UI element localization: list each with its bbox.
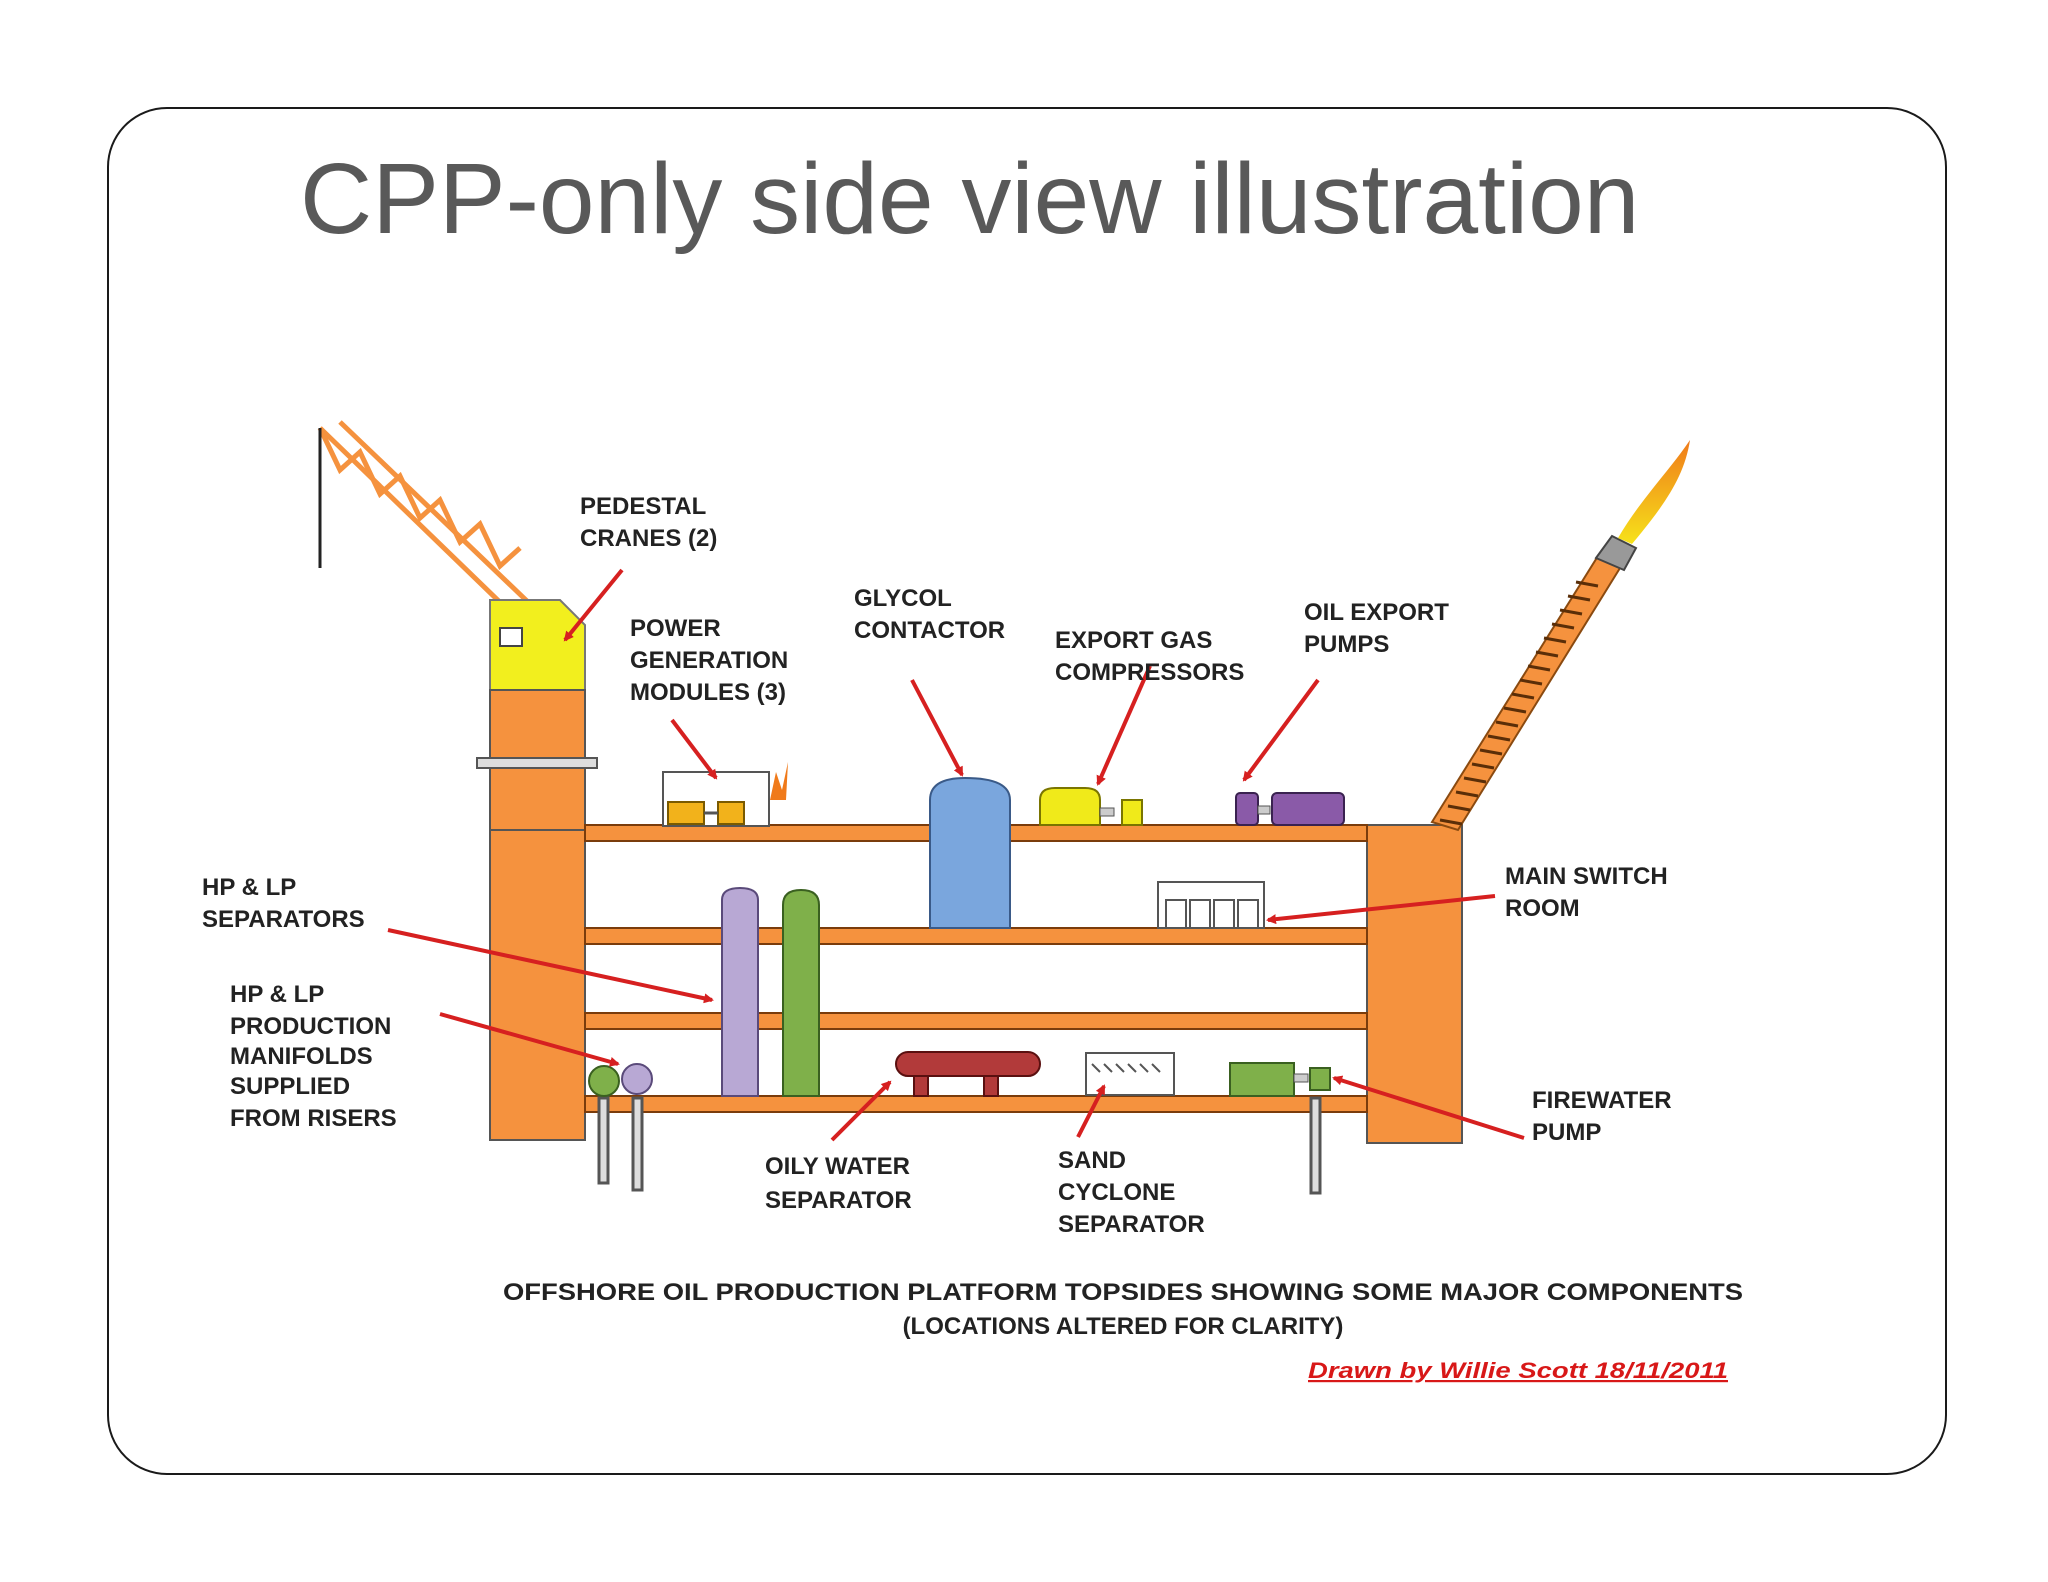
cellar-deck (584, 1095, 1368, 1113)
main-switch-room (1157, 881, 1265, 929)
power-exhaust-flame (770, 762, 788, 800)
arrow-switch-room (1266, 894, 1496, 925)
label-sand-3: SEPARATOR (1058, 1211, 1205, 1238)
arrow-separators (387, 928, 714, 1004)
label-power-2: GENERATION (630, 647, 788, 674)
slide-title: CPP-only side view illustration (300, 143, 1640, 255)
diagram-caption: OFFSHORE OIL PRODUCTION PLATFORM TOPSIDE… (503, 1279, 1743, 1383)
arrow-sand (1076, 1084, 1106, 1138)
crane-boom (317, 420, 530, 614)
flare-boom-lattice (1439, 580, 1599, 826)
callout-labels: PEDESTAL CRANES (2) POWER GENERATION MOD… (202, 493, 1672, 1238)
label-glycol-2: CONTACTOR (854, 617, 1005, 644)
arrow-compressors (1096, 665, 1152, 786)
pedestal-crane (317, 420, 598, 1141)
flare-flame (1618, 440, 1690, 544)
label-pedestal-cranes-1: PEDESTAL (580, 493, 706, 520)
sand-cyclone-separator (1085, 1052, 1175, 1096)
crane-cab-window (499, 627, 523, 647)
label-manifolds-2: PRODUCTION (230, 1013, 391, 1040)
label-switch-room-2: ROOM (1505, 895, 1580, 922)
label-glycol-1: GLYCOL (854, 585, 952, 612)
label-export-gas-1: EXPORT GAS (1055, 627, 1212, 654)
label-manifolds-5: FROM RISERS (230, 1105, 397, 1132)
label-switch-room-1: MAIN SWITCH (1505, 863, 1668, 890)
label-sand-1: SAND (1058, 1147, 1126, 1174)
label-oil-export-1: OIL EXPORT (1304, 599, 1449, 626)
oily-water-separator (895, 1051, 1041, 1097)
label-export-gas-2: COMPRESSORS (1055, 659, 1244, 686)
arrow-oil-pumps (1242, 678, 1320, 782)
arrow-cranes (563, 568, 624, 642)
glycol-contactor-vessel (929, 776, 1011, 929)
arrow-manifolds (439, 1012, 620, 1067)
firewater-pump (1229, 1062, 1331, 1097)
lp-manifold (621, 1063, 653, 1095)
pedestal-ring (476, 757, 598, 769)
caption-line-1: OFFSHORE OIL PRODUCTION PLATFORM TOPSIDE… (503, 1279, 1743, 1306)
arrow-glycol (910, 679, 964, 777)
label-power-3: MODULES (3) (630, 679, 786, 706)
label-oil-export-2: PUMPS (1304, 631, 1389, 658)
label-separators-2: SEPARATORS (202, 906, 365, 933)
export-gas-compressors (1039, 787, 1143, 826)
label-firewater-2: PUMP (1532, 1119, 1601, 1146)
label-manifolds-4: SUPPLIED (230, 1073, 350, 1100)
label-pedestal-cranes-2: CRANES (2) (580, 525, 717, 552)
credit-line: Drawn by Willie Scott 18/11/2011 (1308, 1358, 1728, 1383)
oil-export-pumps (1235, 792, 1345, 826)
arrow-firewater (1332, 1075, 1525, 1140)
caption-line-2: (LOCATIONS ALTERED FOR CLARITY) (903, 1313, 1344, 1340)
label-power-1: POWER (630, 615, 721, 642)
upper-mezzanine-deck (584, 927, 1368, 945)
flare-tip (1594, 534, 1638, 572)
label-manifolds-3: MANIFOLDS (230, 1043, 373, 1070)
right-column (1366, 824, 1463, 1144)
crane-cab (489, 599, 586, 691)
slide-frame (107, 107, 1947, 1475)
label-sand-2: CYCLONE (1058, 1179, 1175, 1206)
label-oily-water-1: OILY WATER (765, 1153, 910, 1180)
label-firewater-1: FIREWATER (1532, 1087, 1672, 1114)
callout-arrows (387, 568, 1525, 1142)
arrow-power (670, 718, 718, 780)
flare-boom (1430, 440, 1690, 832)
arrow-oily-water (830, 1080, 892, 1142)
lp-separator (782, 888, 820, 1097)
power-generation-modules (662, 762, 788, 827)
mezzanine-deck (584, 1012, 1368, 1030)
riser-legs (597, 1096, 1322, 1195)
hp-separator (721, 886, 759, 1097)
label-oily-water-2: SEPARATOR (765, 1187, 912, 1214)
label-manifolds-1: HP & LP (230, 981, 324, 1008)
hp-manifold (588, 1065, 620, 1097)
label-separators-1: HP & LP (202, 874, 296, 901)
